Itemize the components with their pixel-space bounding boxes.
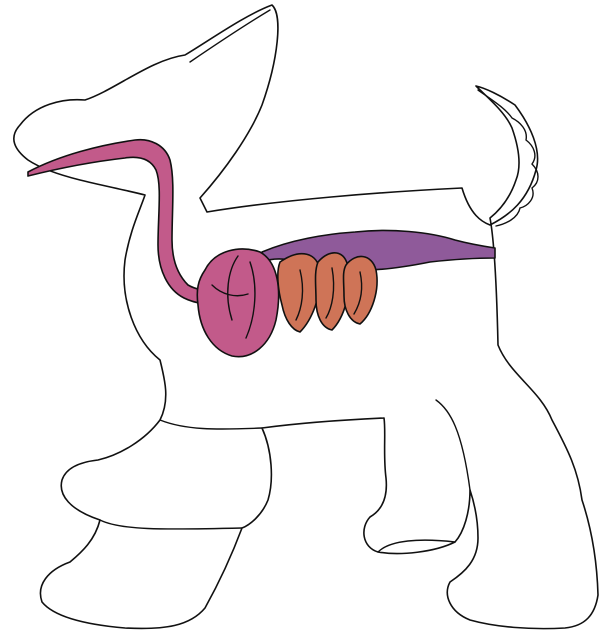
small-intestine-coil — [342, 255, 378, 325]
stomach-fold — [227, 255, 239, 321]
stomach-fold — [211, 284, 249, 297]
front-leg-contour — [159, 419, 263, 430]
stomach — [196, 248, 280, 358]
small-intestine-coil — [314, 252, 350, 331]
hind-paw-contour — [377, 539, 456, 553]
small-intestine — [277, 252, 378, 333]
stomach-fold — [245, 261, 256, 339]
tail-contour — [477, 89, 539, 227]
intestine-fold — [353, 271, 363, 315]
hind-leg-contour — [435, 399, 471, 491]
intestine-fold — [295, 269, 304, 321]
ear-contour — [189, 9, 271, 63]
intestine-fold — [325, 267, 335, 319]
front-paw-contour — [99, 519, 243, 530]
